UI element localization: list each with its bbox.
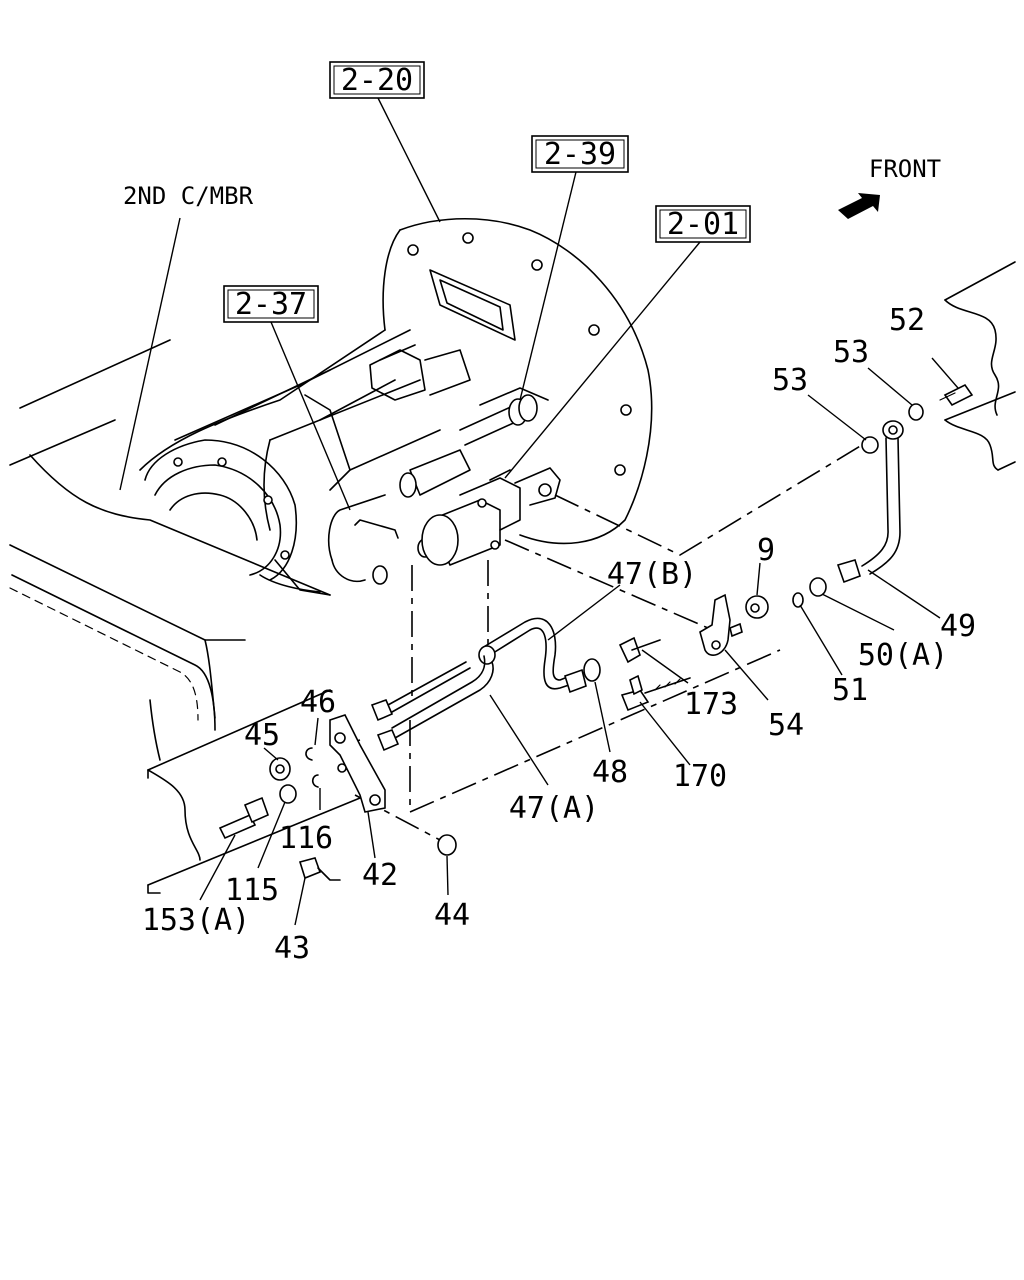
reference-box-inner (535, 139, 625, 169)
reference-box-inner (333, 65, 421, 95)
reference-label: 2-01 (667, 207, 739, 242)
chassis-frame (9, 339, 361, 894)
callout-170: 170 (673, 759, 727, 794)
reference-boxes: 2-20 2-39 2-01 2-37 (223, 61, 751, 323)
callout-52: 52 (889, 303, 925, 338)
callout-45: 45 (244, 718, 280, 753)
reference-label: 2-20 (341, 63, 413, 98)
callout-42: 42 (362, 858, 398, 893)
reference-label: 2-37 (235, 287, 307, 322)
callout-labels: FRONT 2ND C/MBR 9 42 43 44 45 46 47(A) 4… (123, 155, 976, 966)
transmission-assembly (139, 217, 653, 596)
callout-50A: 50(A) (858, 638, 948, 673)
callout-153A: 153(A) (142, 903, 250, 938)
member-label: 2ND C/MBR (123, 182, 254, 210)
small-parts (218, 383, 974, 881)
reference-box (655, 205, 751, 243)
callout-9: 9 (757, 533, 775, 568)
reference-box-inner (659, 209, 747, 239)
callout-173: 173 (684, 687, 738, 722)
callout-48: 48 (592, 755, 628, 790)
callout-47A: 47(A) (509, 791, 599, 826)
chassis-frame-right (944, 261, 1016, 471)
reference-label: 2-39 (544, 137, 616, 172)
callout-49: 49 (940, 609, 976, 644)
callout-115: 115 (225, 873, 279, 908)
leader-lines (119, 97, 959, 926)
callout-53: 53 (833, 335, 869, 370)
pipes (370, 420, 904, 752)
callout-44: 44 (434, 898, 470, 933)
reference-box (329, 61, 425, 99)
reference-box (531, 135, 629, 173)
callout-43: 43 (274, 931, 310, 966)
callout-116: 116 (279, 821, 333, 856)
callout-51: 51 (832, 673, 868, 708)
callout-46: 46 (300, 685, 336, 720)
callout-53: 53 (772, 363, 808, 398)
front-label: FRONT (869, 155, 941, 183)
callout-54: 54 (768, 708, 804, 743)
reference-box-inner (227, 289, 315, 319)
callout-47B: 47(B) (607, 557, 697, 592)
front-direction-arrow (838, 193, 880, 219)
